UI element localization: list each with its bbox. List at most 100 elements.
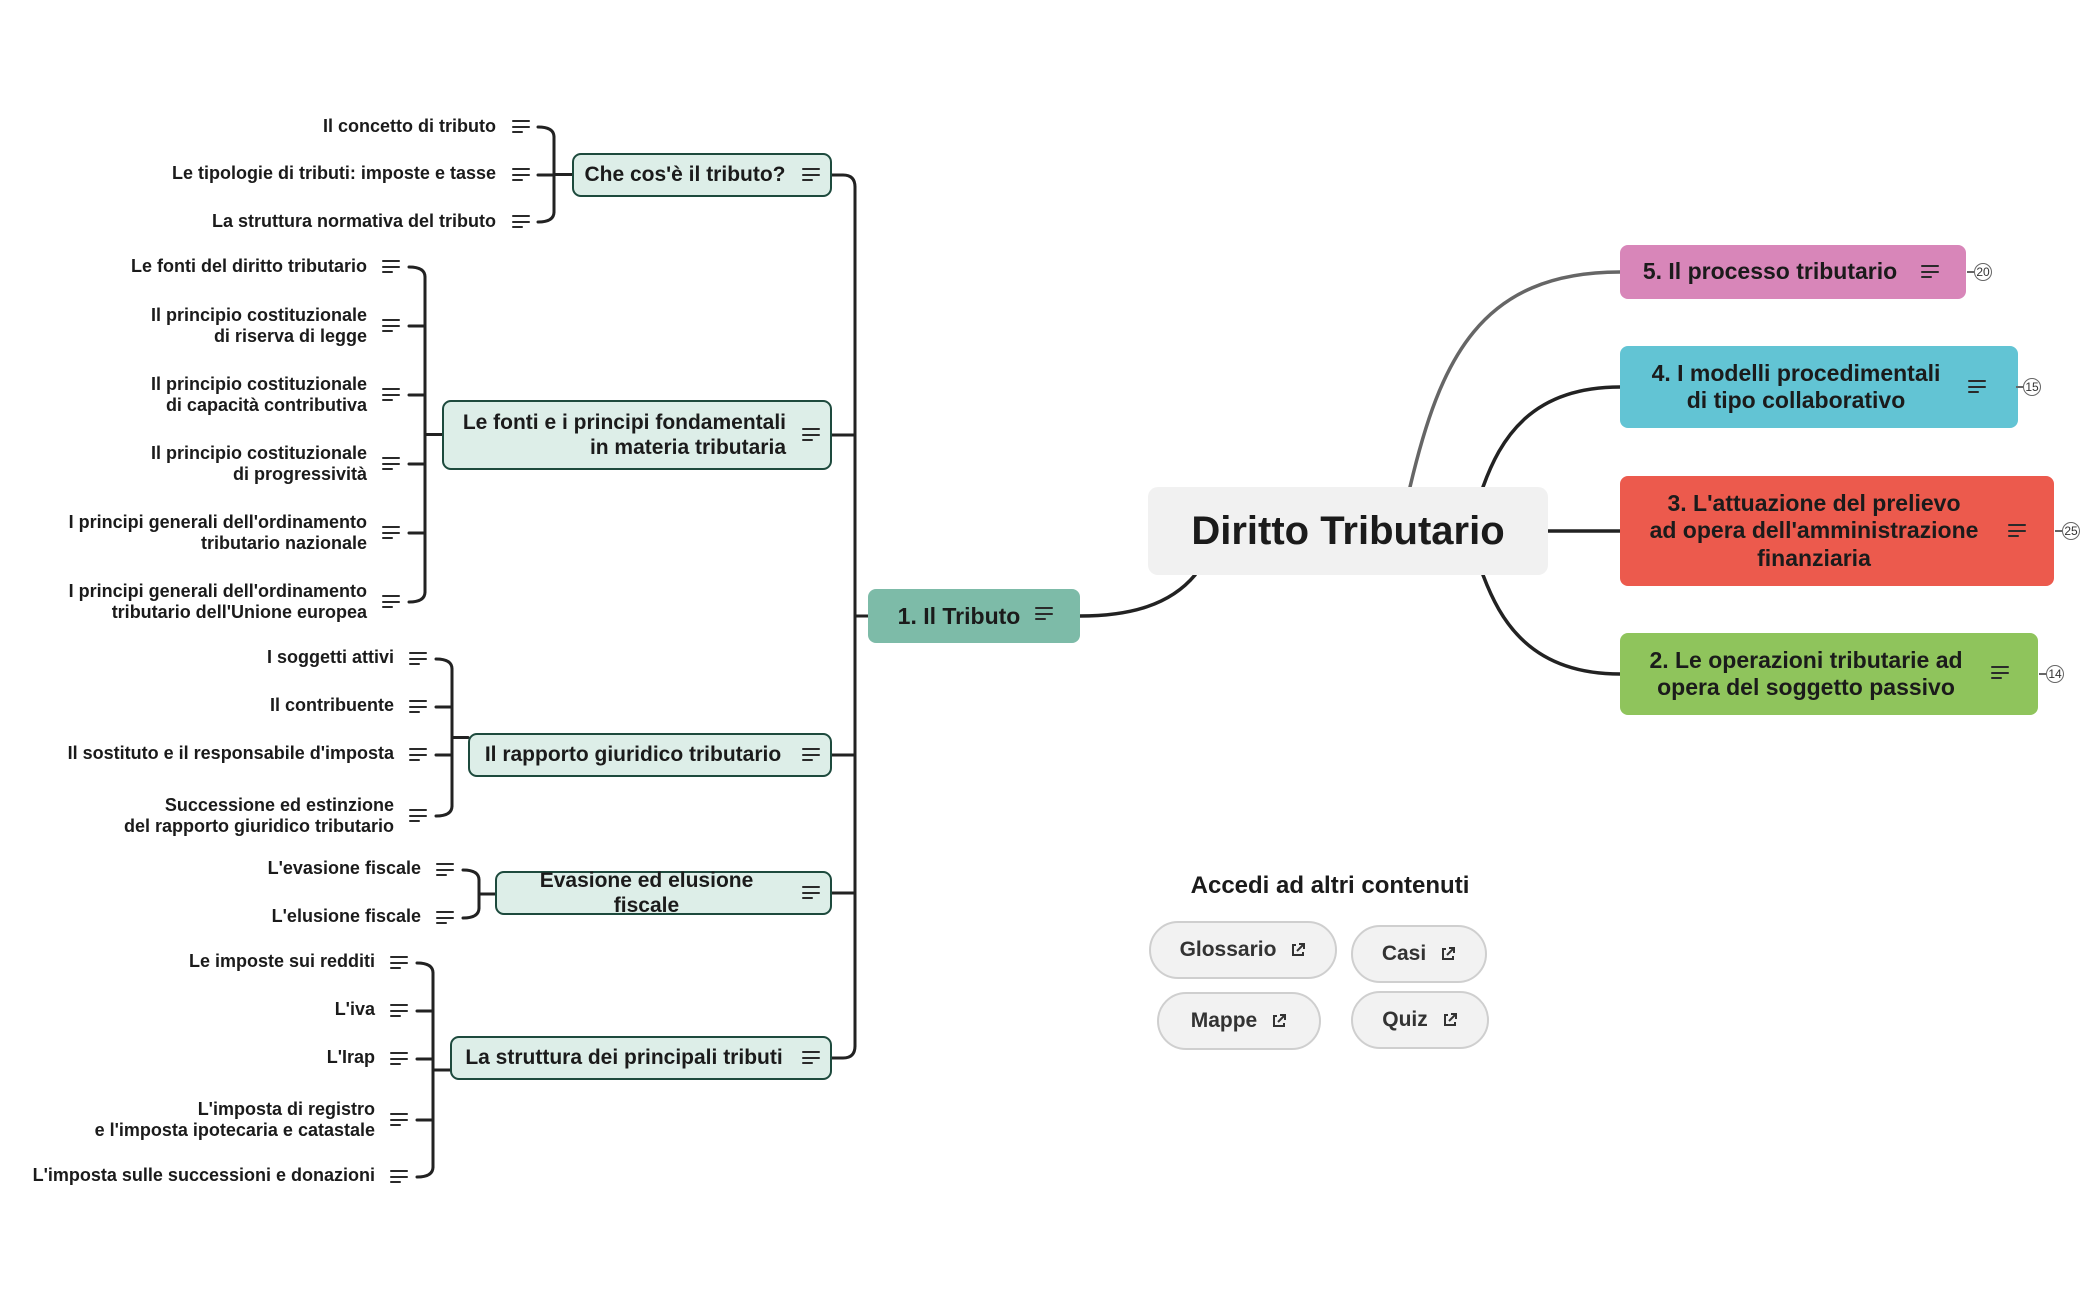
notes-icon[interactable] (802, 885, 820, 901)
link-label: Glossario (1179, 938, 1277, 961)
quiz-link-button[interactable]: Quiz (1351, 991, 1489, 1049)
subtopic-che-cose-il-tributo[interactable]: Che cos'è il tributo? (572, 153, 832, 197)
casi-link-button[interactable]: Casi (1351, 925, 1487, 983)
notes-icon[interactable] (382, 456, 400, 472)
subtopic-label: La struttura dei principali tributi (465, 1046, 783, 1070)
connector-line (415, 1165, 435, 1179)
link-label: Mappe (1190, 1009, 1258, 1032)
subtopic-struttura-tributi[interactable]: La struttura dei principali tributi (450, 1036, 832, 1080)
connector-line (434, 804, 454, 818)
connector-line (830, 173, 857, 189)
notes-icon[interactable] (512, 167, 530, 183)
leaf-topic[interactable]: Il principio costituzionale di capacità … (150, 374, 367, 415)
leaf-topic[interactable]: Il sostituto e il responsabile d'imposta (67, 743, 394, 763)
connector-line (461, 906, 481, 920)
leaf-topic[interactable]: Le fonti del diritto tributario (131, 256, 367, 276)
notes-icon[interactable] (802, 747, 820, 763)
notes-icon[interactable] (409, 651, 427, 667)
notes-icon[interactable] (1968, 379, 1986, 395)
leaf-topic[interactable]: L'imposta sulle successioni e donazioni (32, 1165, 375, 1185)
main-topic-operazioni[interactable]: 2. Le operazioni tributarie ad opera del… (1620, 633, 2038, 715)
main-topic-label: 2. Le operazioni tributarie ad opera del… (1649, 646, 1963, 700)
collapsed-count-badge[interactable]: 25 (2055, 522, 2080, 540)
glossario-link-button[interactable]: Glossario (1149, 921, 1337, 979)
notes-icon[interactable] (436, 862, 454, 878)
notes-icon[interactable] (382, 387, 400, 403)
notes-icon[interactable] (390, 955, 408, 971)
main-topic-label: 4. I modelli procedimentali di tipo coll… (1651, 359, 1941, 413)
leaf-topic[interactable]: La struttura normativa del tributo (211, 211, 496, 231)
leaf-topic[interactable]: L'iva (334, 999, 375, 1019)
notes-icon[interactable] (390, 1051, 408, 1067)
notes-icon[interactable] (1035, 606, 1053, 622)
central-topic-title: Diritto Tributario (1191, 508, 1505, 553)
leaf-topic[interactable]: Le tipologie di tributi: imposte e tasse (171, 163, 496, 183)
connector-line (407, 265, 427, 279)
leaf-topic[interactable]: L'evasione fiscale (267, 858, 421, 878)
connector-line (1078, 573, 1197, 618)
notes-icon[interactable] (382, 259, 400, 275)
connector-line (536, 125, 556, 139)
subtopic-label: Evasione ed elusione fiscale (539, 868, 754, 917)
notes-icon[interactable] (409, 808, 427, 824)
connector-line (461, 868, 481, 882)
leaf-topic[interactable]: Il contribuente (269, 695, 394, 715)
subtopic-rapporto-giuridico[interactable]: Il rapporto giuridico tributario (468, 733, 832, 777)
leaf-topic[interactable]: I principi generali dell'ordinamento tri… (68, 512, 367, 553)
notes-icon[interactable] (512, 214, 530, 230)
notes-icon[interactable] (1921, 264, 1939, 280)
leaf-topic[interactable]: Il principio costituzionale di riserva d… (150, 305, 367, 346)
notes-icon[interactable] (409, 747, 427, 763)
connector-line (415, 961, 435, 975)
central-topic[interactable]: Diritto Tributario (1148, 487, 1548, 575)
main-topic-tributo[interactable]: 1. Il Tributo (868, 589, 1080, 643)
notes-icon[interactable] (2008, 523, 2026, 539)
main-topic-modelli[interactable]: 4. I modelli procedimentali di tipo coll… (1620, 346, 2018, 428)
notes-icon[interactable] (436, 910, 454, 926)
connector-line (830, 1044, 857, 1060)
external-link-icon (1442, 947, 1456, 960)
leaf-topic[interactable]: L'Irap (326, 1047, 375, 1067)
notes-icon[interactable] (802, 1050, 820, 1066)
notes-icon[interactable] (382, 525, 400, 541)
leaf-topic[interactable]: Successione ed estinzione del rapporto g… (124, 795, 394, 836)
notes-icon[interactable] (802, 167, 820, 183)
notes-icon[interactable] (390, 1003, 408, 1019)
other-content-title: Accedi ad altri contenuti (1190, 872, 1470, 899)
notes-icon[interactable] (802, 427, 820, 443)
notes-icon[interactable] (409, 699, 427, 715)
main-topic-processo[interactable]: 5. Il processo tributario (1620, 245, 1966, 299)
leaf-topic[interactable]: Le imposte sui redditi (188, 951, 375, 971)
main-topic-attuazione[interactable]: 3. L'attuazione del prelievo ad opera de… (1620, 476, 2054, 586)
connector-line (1408, 270, 1622, 489)
subtopic-fonti-principi[interactable]: Le fonti e i principi fondamentali in ma… (442, 400, 832, 470)
subtopic-label: Che cos'è il tributo? (584, 163, 786, 187)
leaf-topic[interactable]: I principi generali dell'ordinamento tri… (68, 581, 367, 622)
link-label: Quiz (1382, 1008, 1428, 1031)
connector-line (434, 657, 454, 671)
notes-icon[interactable] (390, 1112, 408, 1128)
subtopic-evasione-elusione[interactable]: Evasione ed elusione fiscale (495, 868, 832, 917)
collapsed-count-badge[interactable]: 14 (2039, 665, 2064, 683)
notes-icon[interactable] (390, 1169, 408, 1185)
collapsed-count-badge[interactable]: 20 (1967, 263, 1992, 281)
notes-icon[interactable] (512, 119, 530, 135)
connector-line (536, 210, 556, 224)
leaf-topic[interactable]: L'imposta di registro e l'imposta ipotec… (94, 1099, 375, 1140)
notes-icon[interactable] (382, 594, 400, 610)
subtopic-label: Il rapporto giuridico tributario (484, 743, 782, 767)
leaf-topic[interactable]: I soggetti attivi (266, 647, 394, 667)
main-topic-label: 3. L'attuazione del prelievo ad opera de… (1649, 490, 1979, 571)
collapsed-count-badge[interactable]: 15 (2016, 378, 2041, 396)
external-link-icon (1273, 1014, 1287, 1027)
mappe-link-button[interactable]: Mappe (1157, 992, 1321, 1050)
subtopic-label: Le fonti e i principi fondamentali in ma… (462, 410, 786, 459)
notes-icon[interactable] (1991, 665, 2009, 681)
leaf-topic[interactable]: Il principio costituzionale di progressi… (150, 443, 367, 484)
main-topic-label: 5. Il processo tributario (1642, 258, 1898, 285)
leaf-topic[interactable]: L'elusione fiscale (271, 906, 421, 926)
link-label: Casi (1381, 942, 1427, 965)
notes-icon[interactable] (382, 318, 400, 334)
leaf-topic[interactable]: Il concetto di tributo (323, 116, 496, 136)
